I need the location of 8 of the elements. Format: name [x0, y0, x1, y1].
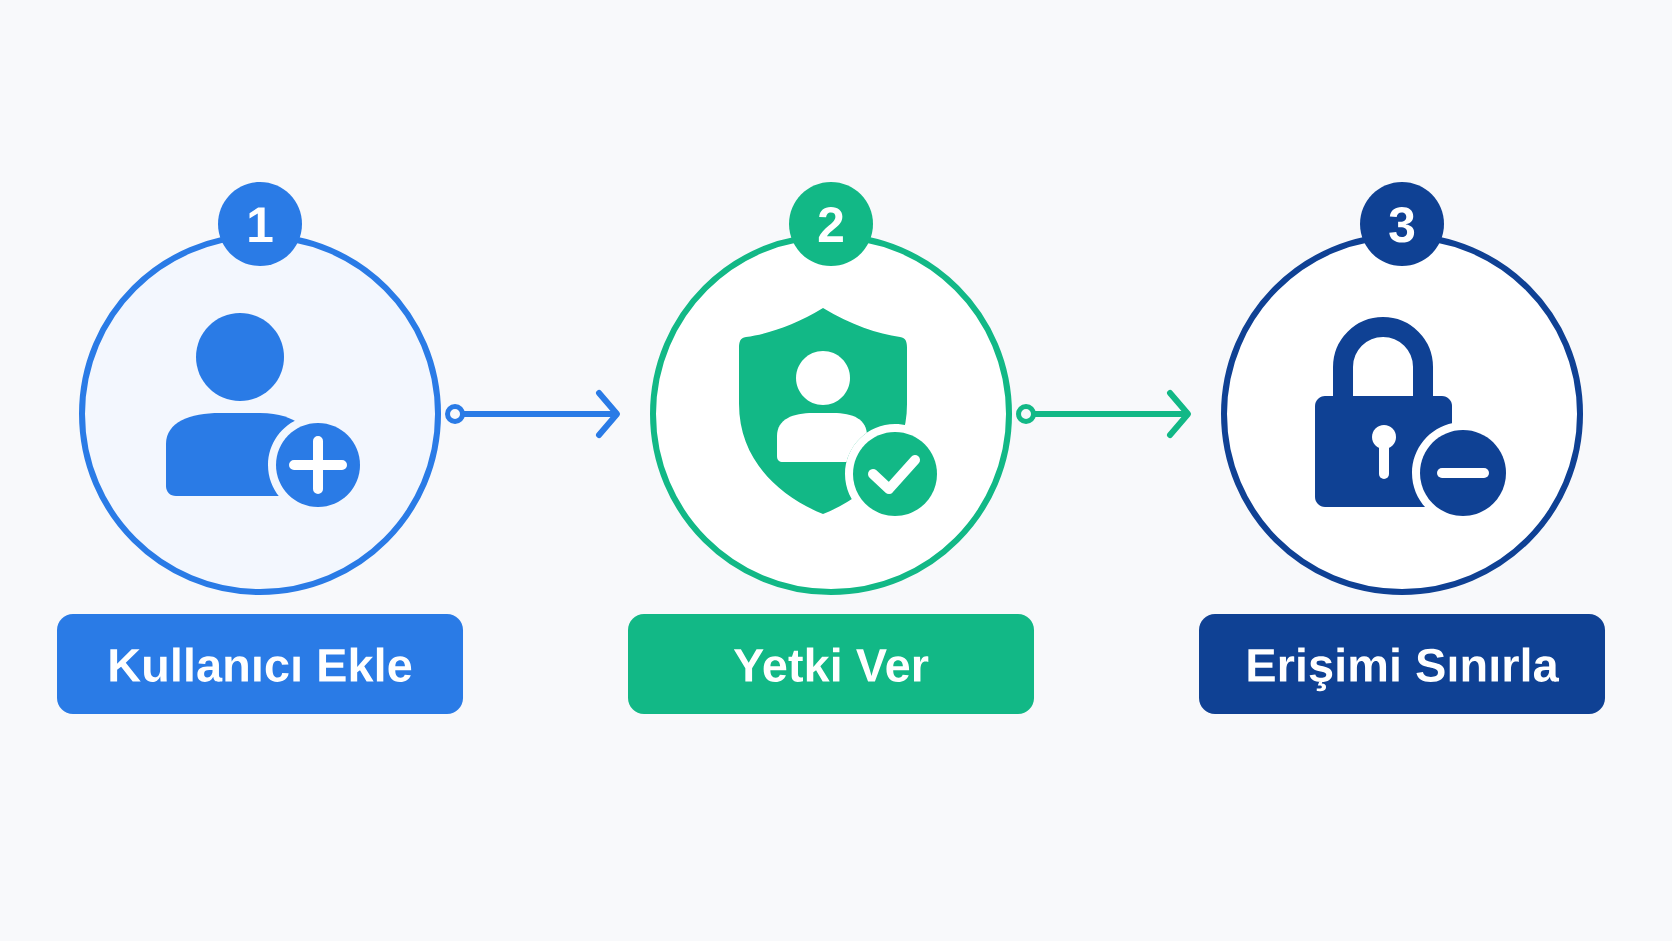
- label-box: Kullanıcı Ekle: [57, 614, 463, 714]
- arrow: [1016, 390, 1191, 438]
- arrow: [445, 390, 620, 438]
- number-badge: 1: [218, 182, 302, 266]
- number-badge: 2: [789, 182, 873, 266]
- number-badge: 3: [1360, 182, 1444, 266]
- label-box: Yetki Ver: [628, 614, 1034, 714]
- label-box: Erişimi Sınırla: [1199, 614, 1605, 714]
